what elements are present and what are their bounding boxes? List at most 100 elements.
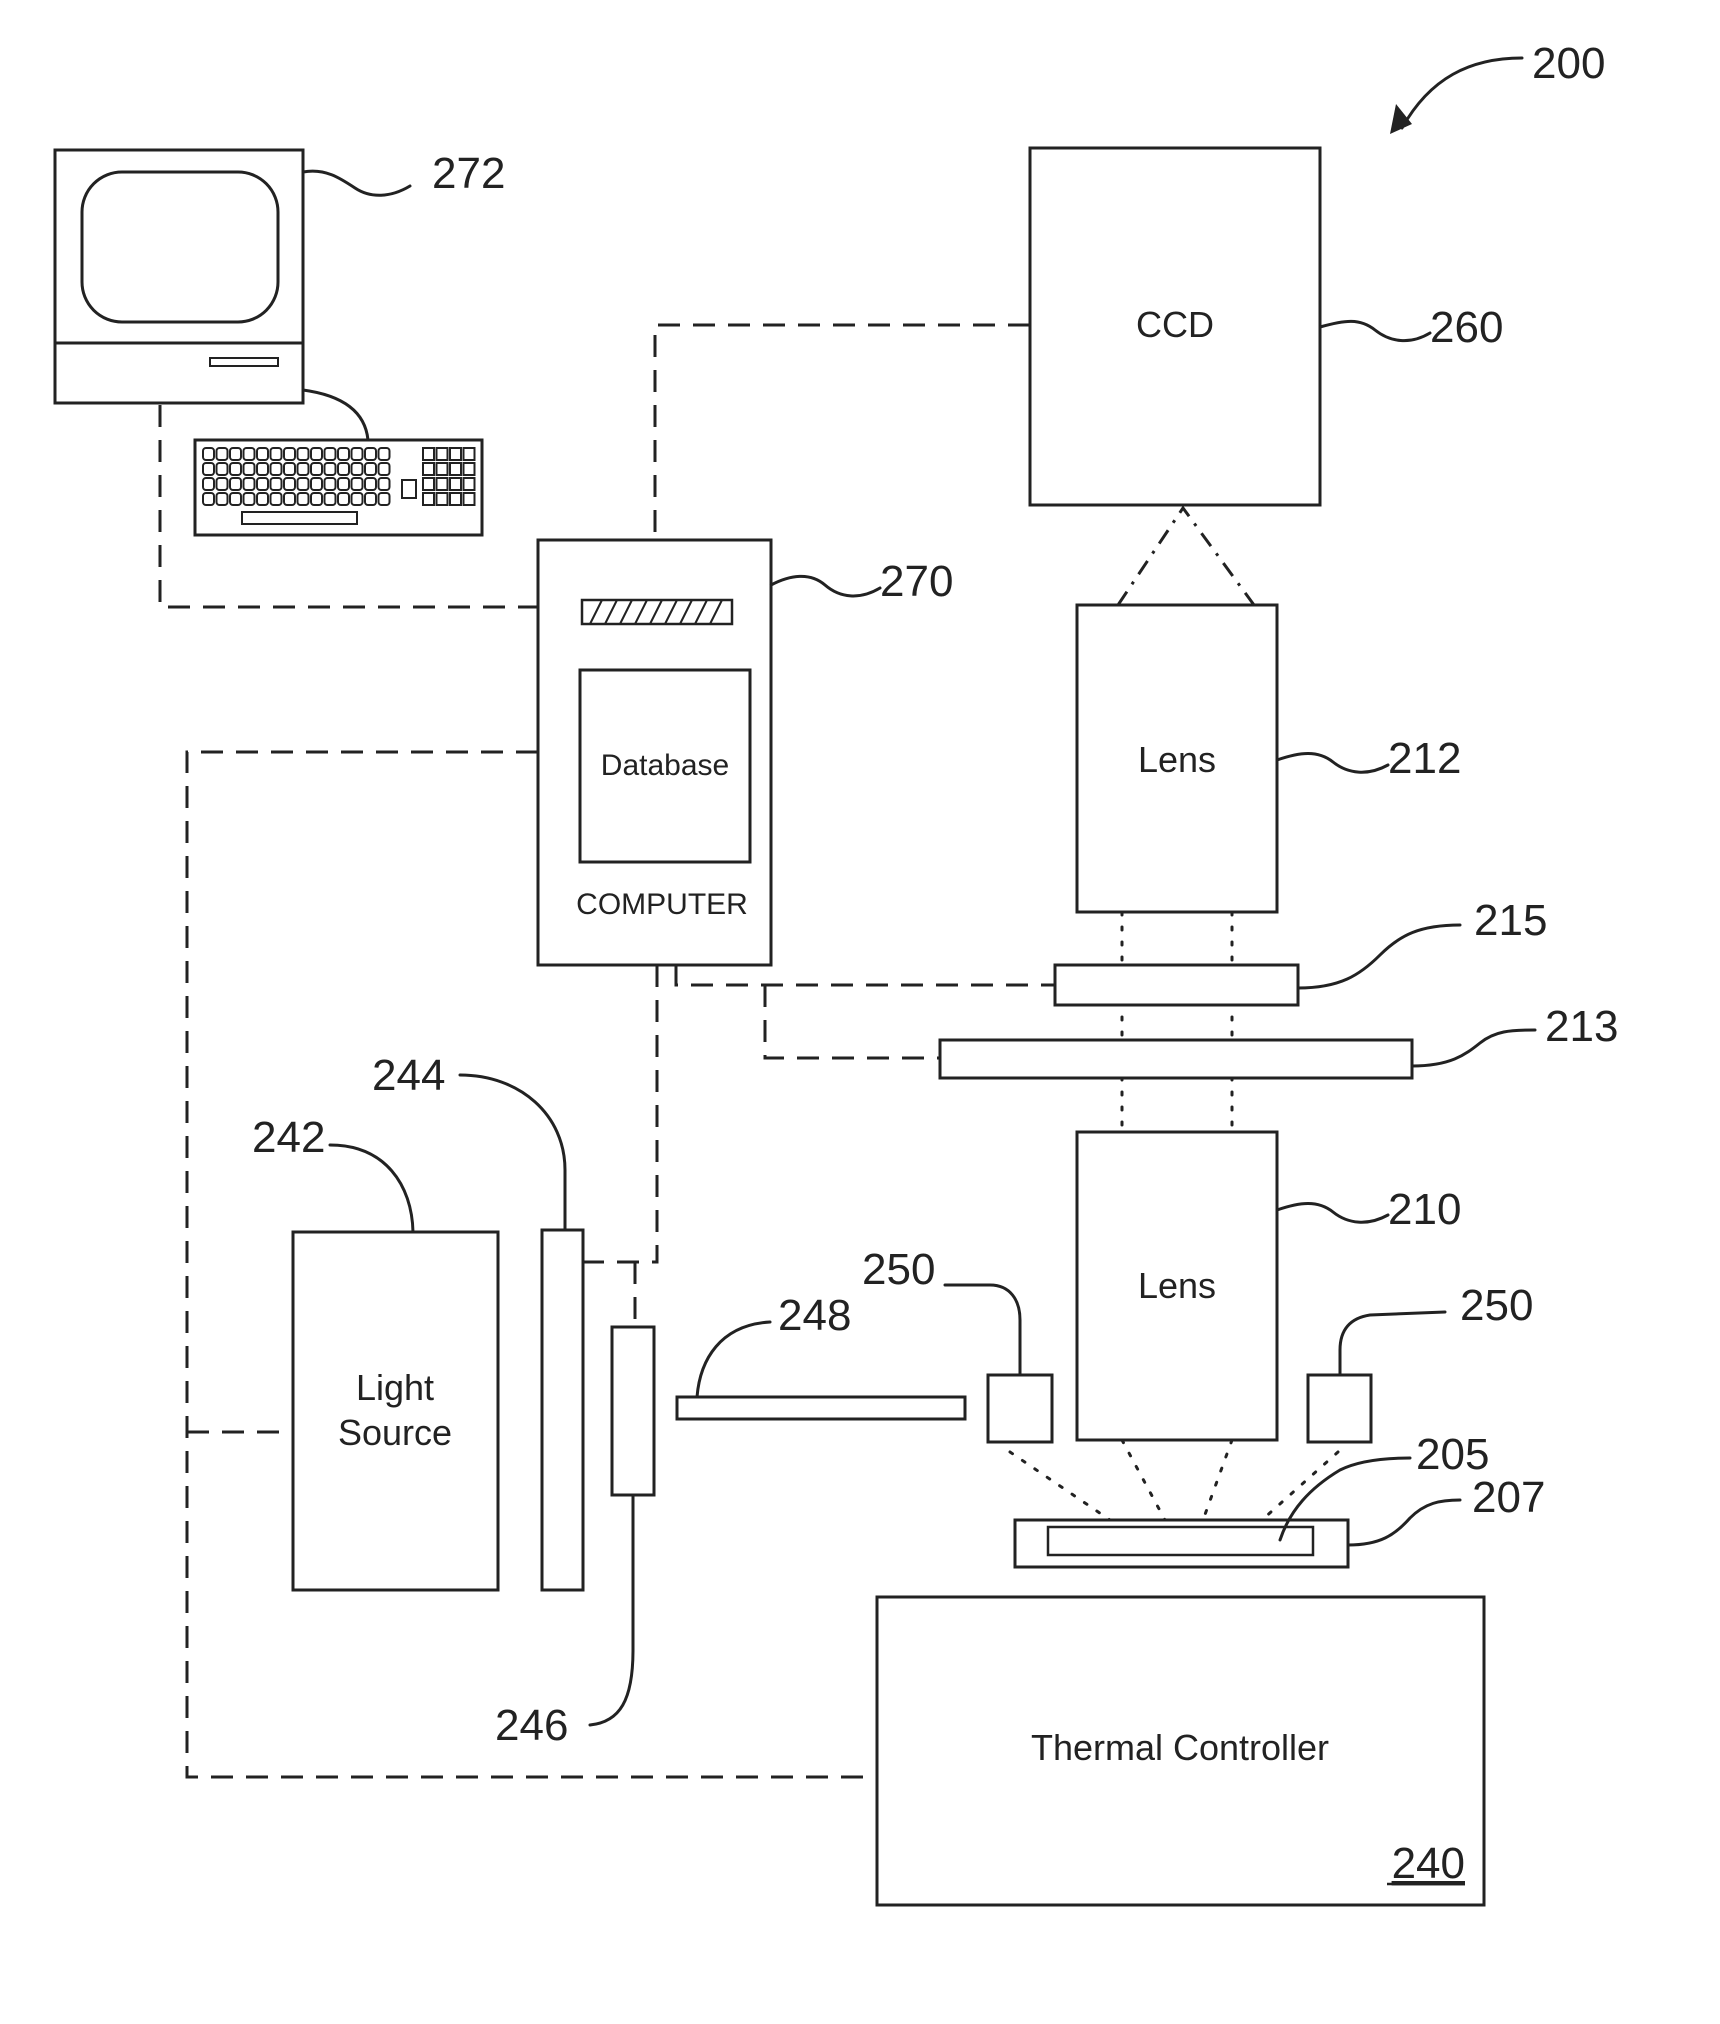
- keyboard-key: [352, 478, 363, 490]
- sample-holder: 205 207: [1015, 1430, 1545, 1567]
- keypad-key: [423, 493, 434, 505]
- thermal-controller: Thermal Controller 240: [877, 1597, 1484, 1905]
- figure-number: 200: [1532, 39, 1605, 88]
- element-248: 248: [677, 1291, 965, 1419]
- keypad-key: [423, 463, 434, 475]
- keyboard-key: [298, 478, 309, 490]
- ccd-ref: 260: [1430, 303, 1503, 352]
- database-label: Database: [601, 749, 729, 782]
- thermal-controller-label: Thermal Controller: [1031, 1727, 1329, 1768]
- keyboard-key: [217, 463, 228, 475]
- keyboard-key: [284, 493, 295, 505]
- computer-label: COMPUTER: [576, 888, 748, 921]
- keypad-key: [464, 478, 475, 490]
- element-248-ref: 248: [778, 1291, 851, 1340]
- keyboard-key: [271, 448, 282, 460]
- keyboard-key: [244, 448, 255, 460]
- light-source-ref: 242: [252, 1113, 325, 1162]
- keypad-key: [450, 478, 461, 490]
- monitor-screen: [82, 172, 278, 322]
- keyboard-key: [352, 448, 363, 460]
- keyboard-key: [217, 493, 228, 505]
- lens-lower-label: Lens: [1138, 1265, 1216, 1306]
- keypad-key: [464, 448, 475, 460]
- keyboard-key: [244, 463, 255, 475]
- thermal-controller-ref: 240: [1392, 1839, 1465, 1888]
- keypad-key: [464, 493, 475, 505]
- keyboard-key: [257, 478, 268, 490]
- keyboard: [195, 440, 482, 535]
- keyboard-key: [365, 463, 376, 475]
- element-246-ref: 246: [495, 1701, 568, 1750]
- sensor-right-ref: 250: [1460, 1281, 1533, 1330]
- keyboard-key: [338, 463, 349, 475]
- keypad-key: [464, 463, 475, 475]
- keyboard-key: [379, 493, 390, 505]
- keypad-key: [450, 463, 461, 475]
- keyboard-key: [271, 493, 282, 505]
- keyboard-key: [203, 493, 214, 505]
- lens-upper-label: Lens: [1138, 739, 1216, 780]
- lens-upper: Lens 212: [1077, 605, 1461, 912]
- keyboard-key: [271, 463, 282, 475]
- sensor-left-ref: 250: [862, 1245, 935, 1294]
- keyboard-key: [379, 478, 390, 490]
- filter-215-ref: 215: [1474, 896, 1547, 945]
- keyboard-key: [311, 448, 322, 460]
- keyboard-key: [311, 493, 322, 505]
- keyboard-key: [244, 478, 255, 490]
- keypad-key: [437, 478, 448, 490]
- keyboard-key: [298, 448, 309, 460]
- filter-213-ref: 213: [1545, 1002, 1618, 1051]
- keyboard-key: [230, 448, 241, 460]
- keyboard-key: [325, 478, 336, 490]
- keyboard-key: [325, 448, 336, 460]
- sample-205-ref: 205: [1416, 1430, 1489, 1479]
- keyboard-key: [217, 478, 228, 490]
- keypad-key: [423, 478, 434, 490]
- computer: Database COMPUTER 270: [538, 540, 953, 965]
- keyboard-key: [311, 463, 322, 475]
- keyboard-key: [257, 463, 268, 475]
- keypad-key: [423, 448, 434, 460]
- sensor-right: 250: [1308, 1281, 1533, 1442]
- keypad-key: [450, 493, 461, 505]
- holder-207-ref: 207: [1472, 1473, 1545, 1522]
- keyboard-key: [311, 478, 322, 490]
- keyboard-key: [298, 493, 309, 505]
- keypad-key: [437, 448, 448, 460]
- light-source-label-line1: Light: [356, 1367, 434, 1408]
- computer-ref: 270: [880, 557, 953, 606]
- keyboard-key: [284, 478, 295, 490]
- keyboard-key: [257, 448, 268, 460]
- light-source: Light Source 242: [252, 1113, 498, 1590]
- keyboard-key: [271, 478, 282, 490]
- keyboard-key: [379, 463, 390, 475]
- keyboard-key: [298, 463, 309, 475]
- ccd-unit: CCD 260: [1030, 148, 1503, 505]
- light-source-label-line2: Source: [338, 1412, 452, 1453]
- keyboard-key: [338, 478, 349, 490]
- lens-lower: Lens 210: [1077, 1132, 1461, 1440]
- lens-lower-ref: 210: [1388, 1185, 1461, 1234]
- keyboard-key: [203, 463, 214, 475]
- keyboard-key: [365, 478, 376, 490]
- keyboard-key: [284, 463, 295, 475]
- keyboard-key: [257, 493, 268, 505]
- keyboard-key: [230, 478, 241, 490]
- filter-213: 213: [940, 1002, 1618, 1078]
- keyboard-key: [338, 448, 349, 460]
- keyboard-key: [230, 493, 241, 505]
- keyboard-key: [325, 493, 336, 505]
- keypad-key: [437, 463, 448, 475]
- keyboard-key: [325, 463, 336, 475]
- plate-244-ref: 244: [372, 1051, 445, 1100]
- keyboard-key: [365, 448, 376, 460]
- figure-ref-200: 200: [1390, 39, 1605, 134]
- keypad-key: [437, 493, 448, 505]
- keyboard-key: [352, 463, 363, 475]
- ccd-label: CCD: [1136, 304, 1214, 345]
- lens-upper-ref: 212: [1388, 734, 1461, 783]
- keyboard-key: [244, 493, 255, 505]
